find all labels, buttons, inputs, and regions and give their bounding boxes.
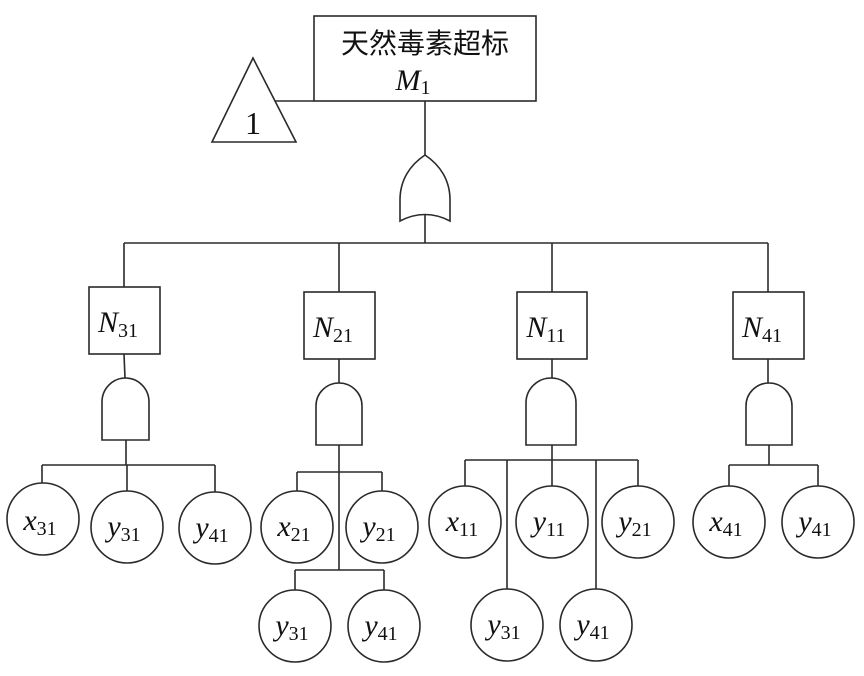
event-label: N21 (312, 311, 353, 347)
basic-event: y41 (178, 491, 252, 565)
svg-text:y41: y41 (361, 609, 397, 645)
basic-event: x21 (260, 490, 334, 564)
basic-event: y21 (345, 490, 419, 564)
svg-text:x11: x11 (445, 505, 479, 541)
svg-text:x41: x41 (708, 505, 742, 541)
or-gate (399, 154, 451, 223)
svg-text:y31: y31 (104, 510, 140, 546)
intermediate-event-n21: N21 x21 y21 y31 y41 (258, 243, 421, 663)
basic-event: y21 (601, 485, 675, 559)
and-gate (745, 382, 793, 446)
top-event-label: M1 (395, 64, 431, 99)
basic-event: y31 (258, 589, 332, 663)
svg-text:y21: y21 (359, 510, 395, 546)
intermediate-event-n41: N41 x41 y41 (692, 243, 855, 559)
svg-text:y41: y41 (192, 511, 228, 547)
basic-event: y41 (781, 485, 855, 559)
event-label: N31 (97, 306, 138, 342)
basic-event: x11 (428, 485, 502, 559)
top-event-box (313, 15, 537, 102)
and-gate (525, 377, 577, 446)
and-gate (315, 382, 363, 446)
svg-text:y21: y21 (615, 505, 651, 541)
transfer-label: 1 (245, 105, 261, 141)
svg-text:y11: y11 (530, 505, 566, 541)
and-gate (101, 377, 150, 441)
svg-text:x31: x31 (22, 504, 56, 540)
transfer-triangle (210, 56, 298, 143)
basic-event: y31 (470, 588, 544, 662)
svg-text:y41: y41 (573, 608, 609, 644)
basic-event: y31 (90, 490, 164, 564)
top-event-title: 天然毒素超标 (341, 27, 509, 60)
intermediate-event-n11: N11 x11 y11 y21 y31 y41 (428, 243, 675, 662)
basic-event: y41 (347, 589, 421, 663)
intermediate-event-n31: N31 x31 y31 y41 (6, 243, 252, 565)
event-label: N41 (741, 311, 782, 347)
basic-event: x41 (692, 485, 766, 559)
event-box (303, 291, 376, 360)
svg-text:x21: x21 (276, 510, 310, 546)
basic-event: y41 (559, 588, 633, 662)
basic-event: x31 (6, 482, 80, 556)
event-label: N11 (525, 311, 565, 347)
basic-event: y11 (515, 485, 589, 559)
svg-text:y31: y31 (484, 608, 520, 644)
svg-text:y31: y31 (272, 609, 308, 645)
svg-text:y41: y41 (795, 505, 831, 541)
event-box (88, 286, 161, 355)
